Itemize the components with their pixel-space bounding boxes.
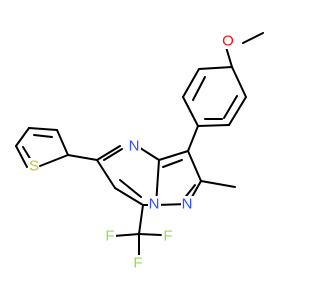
bond-core-inner-1	[162, 159, 183, 168]
bond-thiophene-inner-2	[22, 146, 32, 161]
bond-methyl-oxygen	[242, 32, 264, 44]
nitrogen-bridge-label-bg	[148, 196, 161, 212]
bond-thiophene-2	[28, 127, 58, 131]
fluorine-left-label-bg	[105, 228, 116, 244]
sulfur-atom-label: S	[29, 158, 39, 175]
bond-aryl-5	[182, 68, 200, 98]
bond-cf-right	[138, 233, 162, 236]
nitrogen-pyrazole-atom-label: N	[182, 196, 193, 213]
bond-cf3-link	[138, 204, 144, 235]
canvas-background	[0, 0, 300, 300]
bond-aryl-4	[182, 96, 199, 127]
bond-thiophene-4	[15, 145, 28, 168]
bond-thiophene-3	[15, 127, 30, 147]
bond-pyrimidine-inner-2	[119, 179, 142, 198]
fluorine-bottom-atom-label: F	[133, 255, 142, 272]
nitrogen-pyrazole-label-bg	[181, 196, 194, 212]
bond-aryl-6	[198, 66, 233, 70]
bond-methyl	[200, 180, 236, 188]
bond-thiophene-inner-1	[33, 134, 53, 138]
bond-oxygen-aryl	[225, 46, 233, 68]
fluorine-right-atom-label: F	[163, 228, 172, 245]
molecule-structure: O N N N S F F F	[0, 0, 300, 300]
bond-aryl-2	[228, 96, 247, 126]
sulfur-label-bg	[28, 158, 39, 174]
nitrogen-ring-label-bg	[128, 138, 141, 154]
bond-pyrimidine-2	[96, 145, 121, 161]
fluorine-left-atom-label: F	[105, 228, 114, 245]
bond-thiophene-1	[56, 129, 69, 156]
bond-pyrimidine-inner-1	[103, 148, 123, 161]
oxygen-label-bg	[222, 33, 234, 49]
bond-aryl-pyrazole	[187, 125, 199, 152]
bond-cf-left	[113, 233, 140, 237]
bond-pyrimidine-4	[114, 187, 144, 206]
bond-aryl-1	[231, 66, 247, 98]
molecule-canvas: O N N N S F F F	[0, 0, 300, 300]
bond-core-2	[187, 150, 202, 182]
bond-thiophene-link	[67, 154, 98, 161]
bond-thiophene-5	[39, 154, 69, 167]
bond-aryl-3	[197, 124, 230, 127]
bond-aryl-inner-1	[223, 95, 238, 119]
bond-core-1	[158, 150, 189, 161]
bond-pyrimidine-3	[96, 159, 116, 189]
nitrogen-ring-atom-label: N	[129, 138, 140, 155]
nitrogen-bridge-atom-label: N	[149, 196, 160, 213]
fluorine-bottom-label-bg	[133, 255, 144, 271]
oxygen-atom-label: O	[222, 33, 234, 50]
fluorine-right-label-bg	[163, 228, 174, 244]
bond-aryl-inner-2	[192, 76, 206, 101]
